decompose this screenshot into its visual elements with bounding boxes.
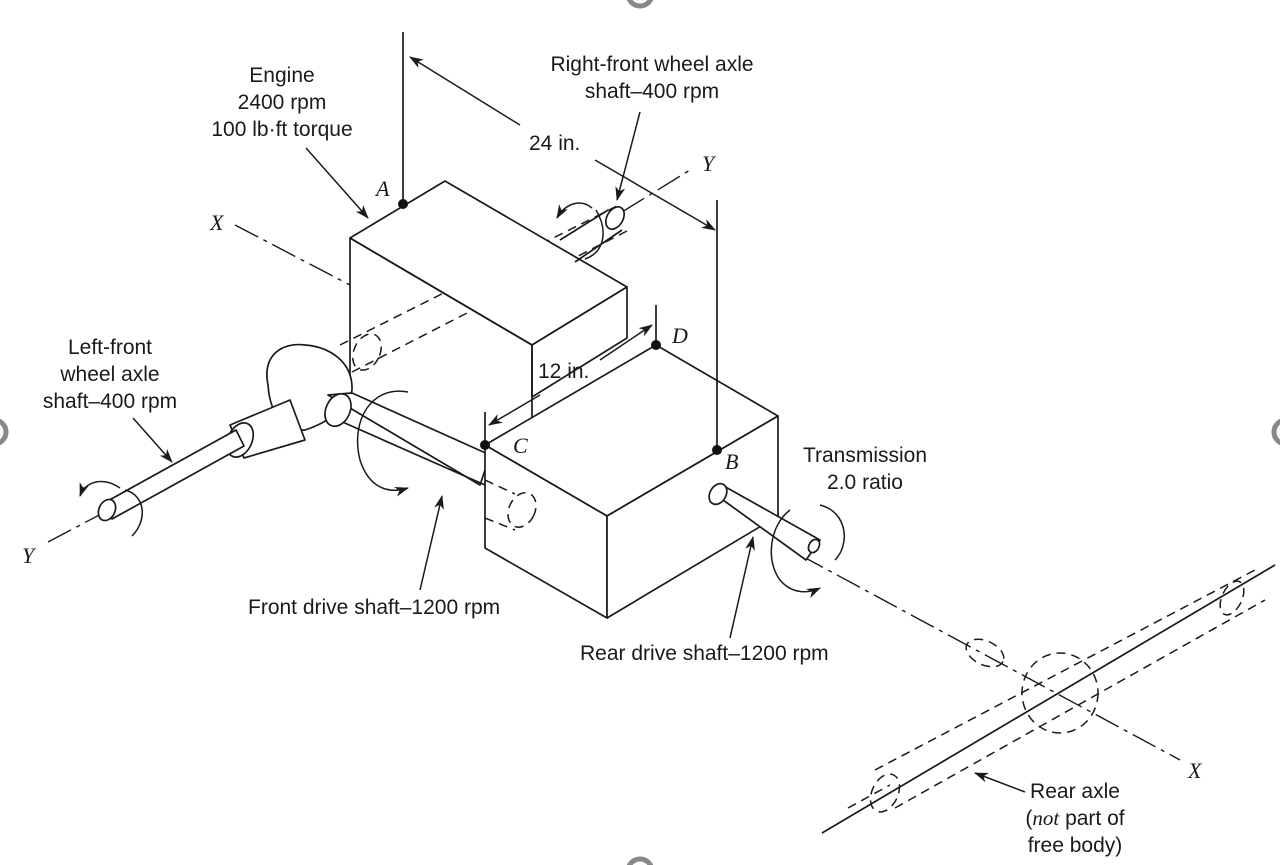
dimension-12-label: 12 in. xyxy=(538,360,589,383)
point-a-marker xyxy=(398,199,408,209)
svg-text:shaft–400 rpm: shaft–400 rpm xyxy=(43,390,177,413)
engine-block xyxy=(349,180,628,418)
front-drive-shaft-label: Front drive shaft–1200 rpm xyxy=(248,596,500,619)
left-front-axle-label: Left-front wheel axle shaft–400 rpm xyxy=(43,336,177,413)
svg-text:100 lb·ft torque: 100 lb·ft torque xyxy=(211,118,352,141)
svg-text:wheel axle: wheel axle xyxy=(59,363,159,386)
svg-text:Engine: Engine xyxy=(249,64,314,87)
x-axis-centerline xyxy=(234,224,1181,761)
dimension-24-in xyxy=(402,32,718,450)
dimension-12-in xyxy=(484,305,657,445)
point-a-label: A xyxy=(374,176,390,201)
dimension-24-label: 24 in. xyxy=(529,132,580,155)
left-front-axle-shaft xyxy=(79,399,306,537)
transmission-block xyxy=(484,344,779,619)
point-c-label: C xyxy=(513,433,528,458)
svg-text:Transmission: Transmission xyxy=(803,444,927,467)
x-axis-label-right: X xyxy=(1187,758,1203,783)
point-c-marker xyxy=(480,440,490,450)
rear-axle-label: Rear axle (not part of free body) xyxy=(1025,780,1124,857)
point-d-marker xyxy=(651,340,661,350)
svg-text:2.0 ratio: 2.0 ratio xyxy=(827,471,903,494)
right-front-axle-shaft xyxy=(556,202,626,263)
svg-text:Rear axle: Rear axle xyxy=(1030,780,1120,803)
x-axis-label-left: X xyxy=(209,210,225,235)
svg-text:2400 rpm: 2400 rpm xyxy=(238,91,327,114)
right-front-axle-label: Right-front wheel axle shaft–400 rpm xyxy=(550,53,753,103)
svg-text:free body): free body) xyxy=(1028,834,1123,857)
y-axis-centerline xyxy=(47,169,691,543)
reference-points xyxy=(398,199,722,455)
svg-text:Left-front: Left-front xyxy=(68,336,152,359)
y-axis-label-left: Y xyxy=(22,543,37,568)
point-d-label: D xyxy=(671,323,688,348)
rear-drive-shaft xyxy=(708,482,846,599)
transmission-label: Transmission 2.0 ratio xyxy=(803,444,927,494)
rear-axle-dashed xyxy=(821,564,1276,834)
point-b-label: B xyxy=(725,449,738,474)
rear-drive-shaft-label: Rear drive shaft–1200 rpm xyxy=(580,642,829,665)
leader-lines xyxy=(132,111,1026,793)
front-drive-shaft xyxy=(324,390,491,497)
svg-text:shaft–400 rpm: shaft–400 rpm xyxy=(585,80,719,103)
point-b-marker xyxy=(712,445,722,455)
y-axis-label-right: Y xyxy=(702,151,717,176)
engine-label: Engine 2400 rpm 100 lb·ft torque xyxy=(211,64,352,141)
svg-text:Right-front wheel axle: Right-front wheel axle xyxy=(550,53,753,76)
svg-text:(not part of: (not part of xyxy=(1025,806,1124,830)
